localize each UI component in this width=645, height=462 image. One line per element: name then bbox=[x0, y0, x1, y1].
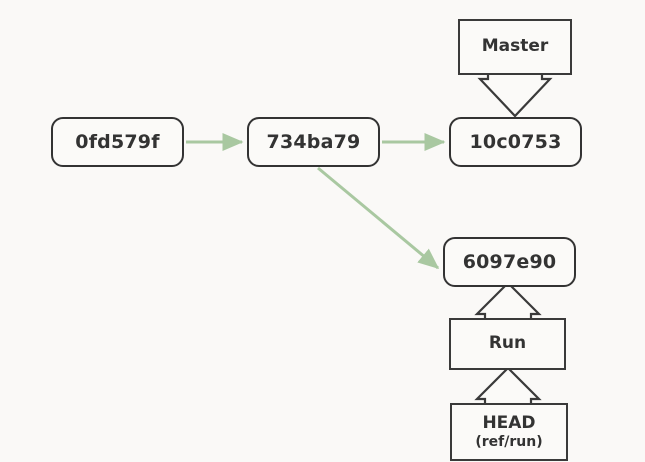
ref-node-head[interactable]: HEAD (ref/run) bbox=[450, 403, 568, 461]
ref-label: HEAD bbox=[482, 413, 536, 434]
ref-label: Master bbox=[481, 36, 549, 57]
ref-node-master[interactable]: Master bbox=[458, 19, 572, 75]
pointer-master-to-10c0753 bbox=[477, 70, 553, 118]
commit-node-0fd579f[interactable]: 0fd579f bbox=[51, 117, 184, 167]
ref-label: Run bbox=[488, 333, 527, 354]
pointer-head-to-run bbox=[474, 366, 542, 408]
commit-node-734ba79[interactable]: 734ba79 bbox=[247, 117, 380, 167]
commit-node-6097e90[interactable]: 6097e90 bbox=[443, 237, 576, 287]
pointer-run-to-6097e90 bbox=[474, 281, 542, 323]
commit-node-10c0753[interactable]: 10c0753 bbox=[449, 117, 582, 167]
ref-node-run[interactable]: Run bbox=[449, 318, 566, 370]
commit-label: 10c0753 bbox=[469, 131, 562, 153]
commit-label: 6097e90 bbox=[462, 251, 557, 273]
ref-sublabel: (ref/run) bbox=[475, 433, 543, 450]
commit-label: 0fd579f bbox=[75, 131, 160, 153]
commit-label: 734ba79 bbox=[266, 131, 361, 153]
edge-734ba79-to-6097e90 bbox=[317, 166, 440, 270]
